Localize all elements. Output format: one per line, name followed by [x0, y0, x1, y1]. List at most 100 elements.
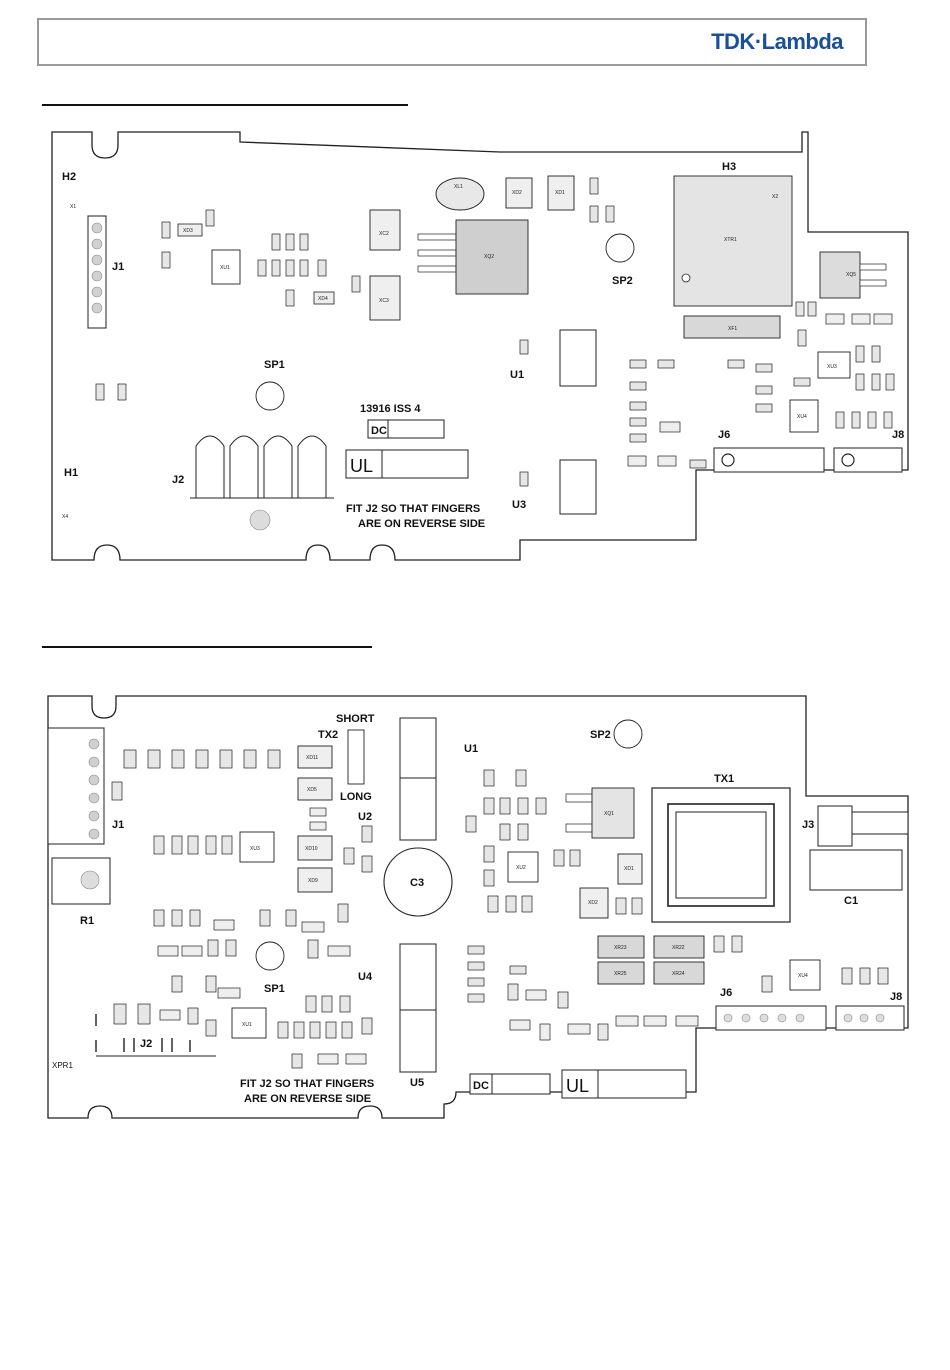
- xu1-part-b: [231, 1007, 267, 1039]
- xr23-part: [597, 935, 645, 959]
- tx2-label: TX2: [318, 729, 338, 741]
- c3-part: [383, 847, 453, 917]
- sp1-part-b: [255, 941, 285, 971]
- top-board-diagram: H2 X1 H1 X4 H3 J1 J2 J6 J8 SP1 SP2 U1 U3…: [51, 131, 909, 561]
- xr24-label: XR24: [672, 971, 685, 977]
- top-board-markings: H2 X1 H1 X4 H3 J1 J2 J6 J8 SP1 SP2 U1 U3…: [62, 161, 904, 520]
- xr22-label: XR22: [672, 945, 685, 951]
- xu4-part-b: [789, 959, 821, 991]
- brand-logo: TDK·Lambda: [711, 29, 843, 54]
- h3-label: H3: [722, 161, 736, 173]
- xr25-label: XR25: [614, 971, 627, 977]
- xd3-part: [177, 223, 203, 237]
- xl1-part: [435, 177, 485, 211]
- j6-label: J6: [718, 429, 730, 441]
- j2-label: J2: [172, 474, 184, 486]
- j8-label-b: J8: [890, 991, 902, 1003]
- xq5-label: XQ5: [846, 272, 856, 278]
- j2-marks-b: [95, 1014, 216, 1057]
- xf1-label: XF1: [728, 326, 737, 332]
- xpr1-label: XPR1: [52, 1061, 73, 1070]
- tx1-label: TX1: [714, 773, 734, 785]
- u4-label: U4: [358, 971, 373, 983]
- xu1-label-b: XU1: [242, 1022, 252, 1028]
- xtr1-label: XTR1: [724, 237, 737, 243]
- bottom-board-markings: SHORT TX2 LONG TX1 J1 J2 J3 J6 J8 R1 C1 …: [52, 713, 902, 1089]
- c3-label: C3: [410, 877, 424, 889]
- j2-label-b: J2: [140, 1038, 152, 1050]
- xd2-part-b: [579, 887, 609, 919]
- xd5-label: XD5: [307, 787, 317, 793]
- r1-label: R1: [80, 915, 94, 927]
- u2-label: U2: [358, 811, 372, 823]
- xd1-part-b: [617, 853, 643, 885]
- xf1-part: [683, 315, 781, 339]
- xd9-part: [297, 867, 333, 893]
- c1-part: [809, 849, 903, 891]
- xd1-label-b: XD1: [624, 866, 634, 872]
- long-label: LONG: [340, 791, 372, 803]
- sp1-label: SP1: [264, 359, 285, 371]
- sp1-label-b: SP1: [264, 983, 285, 995]
- xr25-part: [597, 961, 645, 985]
- xtr1-part: [673, 175, 793, 307]
- ul-label-b: UL: [566, 1076, 589, 1096]
- xq1-part: [591, 787, 635, 839]
- bottom-board-diagram: SHORT TX2 LONG TX1 J1 J2 J3 J6 J8 R1 C1 …: [47, 695, 909, 1119]
- xd9-label: XD9: [308, 878, 318, 884]
- tx1-part: [651, 787, 791, 923]
- u5-part: [399, 1009, 437, 1073]
- xu2-part: [507, 851, 539, 883]
- xu1-label: XU1: [220, 265, 230, 271]
- dc-box: [367, 419, 445, 439]
- xr22-part: [653, 935, 705, 959]
- bottom-board-outline: [47, 695, 909, 1119]
- xd10-label: XD10: [305, 846, 318, 852]
- xc3-label: XC3: [379, 298, 389, 304]
- xr24-part: [653, 961, 705, 985]
- xu3-label: XU3: [827, 364, 837, 370]
- u3-part: [559, 459, 597, 515]
- tx2-link: [347, 729, 365, 785]
- xc2-label: XC2: [379, 231, 389, 237]
- sp1-part: [255, 381, 285, 411]
- u1-label-b: U1: [464, 743, 478, 755]
- u5-label: U5: [410, 1077, 424, 1089]
- j1-label: J1: [112, 261, 124, 273]
- xu3-part: [817, 351, 851, 379]
- xd10-part: [297, 835, 333, 861]
- j3-connector: [817, 805, 853, 847]
- sp2-label-b: SP2: [590, 729, 611, 741]
- sp2-part-b: [613, 719, 643, 749]
- xu4-label: XU4: [797, 414, 807, 420]
- ul-label: UL: [350, 456, 373, 476]
- u1-part-b: [399, 717, 437, 779]
- issue-label: 13916 ISS 4: [360, 403, 421, 415]
- xu1-part: [211, 249, 241, 285]
- xd5-part: [297, 777, 333, 801]
- xd3-label: XD3: [183, 228, 193, 234]
- xc2-part: [369, 209, 401, 251]
- x2-label: X2: [772, 194, 778, 200]
- page-header: TDK·Lambda: [37, 18, 867, 66]
- j2-fingers: [190, 435, 334, 499]
- top-board-outline: [51, 131, 909, 561]
- u1-part: [559, 329, 597, 387]
- xd1-part: [547, 175, 575, 211]
- xd4-label: XD4: [318, 296, 328, 302]
- xr23-label: XR23: [614, 945, 627, 951]
- dc-box-b: [469, 1073, 551, 1095]
- j8-label: J8: [892, 429, 904, 441]
- c1-label: C1: [844, 895, 858, 907]
- short-label: SHORT: [336, 713, 375, 725]
- xq1-label: XQ1: [604, 811, 614, 817]
- xq2-part: [455, 219, 529, 295]
- xd2-label: XD2: [512, 190, 522, 196]
- xr43-part: [309, 807, 327, 817]
- xd11-label: XD11: [306, 755, 318, 761]
- h2-label: H2: [62, 171, 76, 183]
- xd11-part: [297, 745, 333, 769]
- bottom-note-line2: ARE ON REVERSE SIDE: [244, 1093, 371, 1105]
- x1-label: X1: [70, 204, 76, 210]
- xd4-part: [313, 291, 335, 305]
